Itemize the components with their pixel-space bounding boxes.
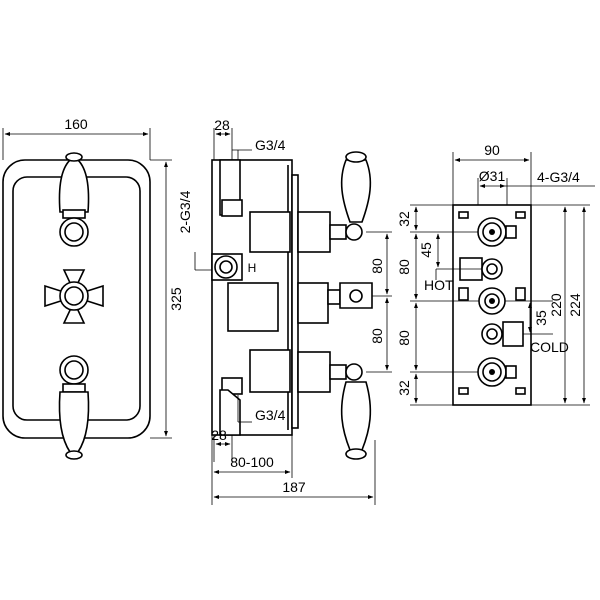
back-hot-offset-label: 45: [418, 242, 434, 258]
side-middle-handle-hub: [349, 289, 363, 303]
side-view: 28 G3/4 2-G3/4 H: [177, 117, 392, 505]
back-slot-top-right: [515, 211, 526, 219]
back-bottom-outlet-center: [489, 369, 495, 375]
back-top-outlet-lug: [505, 225, 517, 239]
side-upper-spindle: [329, 224, 347, 240]
side-spacing-lower-label: 80: [369, 328, 385, 344]
back-cold-inlet-block: [502, 321, 524, 347]
side-inlet-thread-label: 2-G3/4: [177, 190, 193, 233]
side-top-outlet-nut: [221, 199, 243, 217]
side-lower-knob-hub: [345, 363, 363, 381]
back-slot-top-left: [458, 211, 469, 219]
side-upper-lever-tip: [345, 151, 367, 163]
back-slot-bottom-left: [458, 387, 469, 395]
front-bottom-valve-inner: [64, 360, 84, 380]
front-bottom-lever-handle: [58, 391, 90, 453]
back-spacing-upper-label: 80: [396, 259, 412, 275]
front-width-label: 160: [64, 116, 88, 132]
front-view: 160 325: [2, 116, 184, 460]
side-spacing-upper-label: 80: [369, 258, 385, 274]
side-top-thread-label: G3/4: [255, 137, 286, 153]
back-inner-height-label: 220: [548, 293, 564, 317]
back-slot-mid-right: [515, 287, 526, 301]
back-slot-bottom-right: [515, 387, 526, 395]
side-upper-lever: [340, 159, 372, 223]
back-cold-label: COLD: [530, 339, 569, 355]
side-lower-cartridge-shroud: [297, 351, 331, 393]
side-total-label: 187: [282, 479, 306, 495]
side-middle-cartridge-shroud: [297, 282, 329, 324]
back-middle-port-center: [489, 298, 495, 304]
side-middle-spindle: [327, 289, 341, 305]
back-cold-inlet-inner: [486, 328, 498, 340]
side-upper-cartridge-shroud: [297, 211, 331, 253]
back-hot-label: HOT: [424, 277, 454, 293]
back-bottom-offset-label: 32: [396, 380, 412, 396]
back-width-label: 90: [484, 142, 500, 158]
front-top-lever-handle: [58, 159, 90, 213]
side-lower-lever: [340, 381, 372, 451]
back-top-outlet-center: [489, 229, 495, 235]
back-bottom-outlet-lug: [505, 365, 517, 379]
back-top-offset-label: 32: [396, 211, 412, 227]
side-upper-knob-hub: [345, 223, 363, 241]
side-hot-mark: H: [248, 261, 257, 275]
side-cover-plate: [291, 174, 299, 429]
side-hot-inlet-bore: [219, 260, 233, 274]
front-bottom-lever-tip: [65, 450, 83, 460]
side-bottom-outlet-elbow: [219, 389, 241, 436]
back-diameter-label: Ø31: [479, 168, 506, 184]
side-bottom-offset-label: 28: [211, 427, 227, 443]
side-lower-cartridge-body: [249, 349, 291, 393]
front-height-label: 325: [168, 287, 184, 311]
side-depth-label: 80-100: [230, 454, 274, 470]
front-top-lever-collar: [62, 209, 86, 219]
back-cold-offset-label: 35: [533, 310, 549, 326]
back-hot-inlet-inner: [486, 263, 498, 275]
side-upper-cartridge-body: [249, 211, 291, 253]
front-cross-hub-inner: [64, 286, 84, 306]
back-view: 90 Ø31 4-G3/4: [396, 142, 595, 406]
side-middle-cartridge-body: [227, 282, 279, 332]
front-top-lever-tip: [65, 152, 83, 162]
side-top-offset-label: 28: [214, 117, 230, 133]
front-bottom-lever-collar: [62, 383, 86, 393]
side-bottom-thread-label: G3/4: [255, 407, 286, 423]
back-spacing-lower-label: 80: [396, 330, 412, 346]
side-lower-lever-tip: [345, 448, 367, 460]
back-outer-height-label: 224: [567, 293, 583, 317]
back-slot-mid-left: [458, 287, 469, 301]
back-outlet-thread-label: 4-G3/4: [537, 169, 580, 185]
front-top-valve-inner: [64, 222, 84, 242]
side-lower-spindle: [329, 364, 347, 380]
